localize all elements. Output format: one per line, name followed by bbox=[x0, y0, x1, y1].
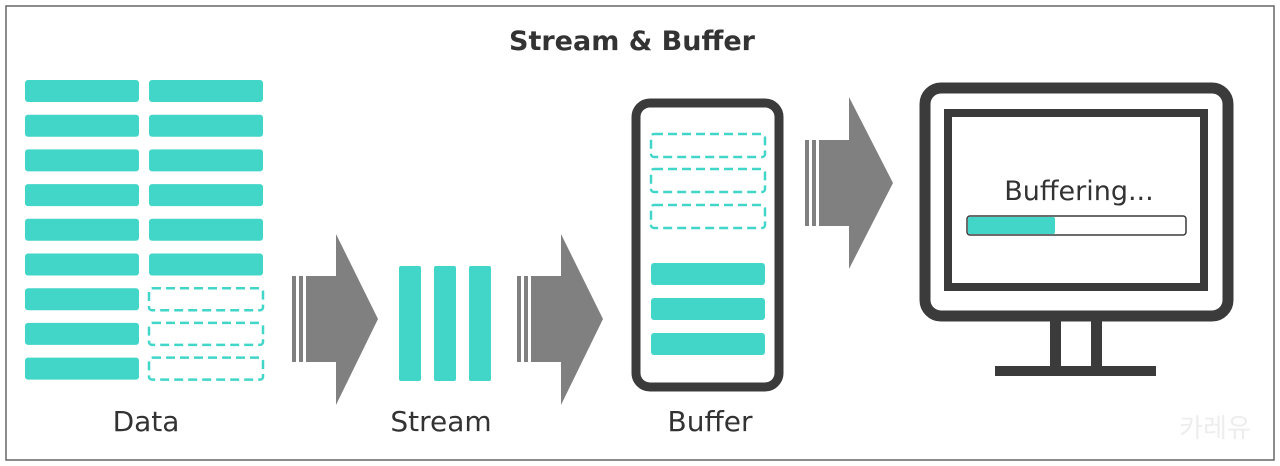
buffer-block bbox=[651, 333, 765, 355]
monitor-screen bbox=[944, 109, 1208, 291]
buffer-block-empty bbox=[649, 132, 767, 159]
data-block bbox=[149, 114, 263, 137]
label-data: Data bbox=[113, 405, 180, 438]
arrow-shape bbox=[819, 97, 893, 269]
stream-block bbox=[434, 266, 456, 381]
watermark-text: 카레유 bbox=[1179, 414, 1251, 444]
buffer-block-empty bbox=[649, 167, 767, 194]
data-block bbox=[25, 218, 139, 241]
arrow-data-to-stream bbox=[292, 234, 378, 405]
monitor-stand-right bbox=[1091, 320, 1102, 368]
buffer-block bbox=[651, 263, 765, 285]
arrow-stripe bbox=[299, 276, 303, 362]
data-block bbox=[149, 253, 263, 276]
arrow-stripe bbox=[812, 140, 816, 226]
arrow-stripe bbox=[517, 276, 521, 362]
stream-blocks bbox=[399, 266, 491, 381]
arrow-stripe bbox=[524, 276, 528, 362]
stream-block bbox=[469, 266, 491, 381]
arrow-buffer-to-monitor bbox=[805, 97, 893, 269]
buffer-block bbox=[651, 298, 765, 320]
data-block bbox=[25, 184, 139, 207]
buffer-block-empty bbox=[649, 203, 767, 230]
data-block-empty bbox=[147, 286, 265, 312]
data-block bbox=[25, 288, 139, 311]
arrow-shape bbox=[531, 234, 603, 405]
monitor-stand-left bbox=[1050, 320, 1061, 368]
data-block bbox=[25, 114, 139, 137]
data-block-empty bbox=[147, 356, 265, 381]
monitor: Buffering... bbox=[919, 82, 1234, 376]
arrow-stream-to-buffer bbox=[517, 234, 603, 405]
buffer-container bbox=[631, 98, 784, 392]
data-block-empty bbox=[147, 321, 265, 347]
data-block bbox=[25, 253, 139, 276]
buffering-status-text: Buffering... bbox=[1004, 176, 1153, 207]
data-block bbox=[149, 80, 263, 102]
data-block bbox=[149, 149, 263, 172]
data-block bbox=[149, 184, 263, 207]
arrow-stripe bbox=[292, 276, 296, 362]
label-buffer: Buffer bbox=[668, 405, 753, 438]
arrow-stripe bbox=[805, 140, 809, 226]
data-block bbox=[25, 357, 139, 380]
data-block bbox=[25, 322, 139, 345]
data-block bbox=[25, 149, 139, 172]
label-stream: Stream bbox=[390, 405, 491, 438]
data-block bbox=[149, 218, 263, 241]
stream-block bbox=[399, 266, 421, 381]
arrow-shape bbox=[306, 234, 378, 405]
diagram-title: Stream & Buffer bbox=[509, 26, 756, 57]
progress-bar-fill bbox=[968, 217, 1055, 234]
data-block-grid bbox=[25, 80, 265, 381]
buffer-blocks bbox=[649, 132, 767, 355]
monitor-base bbox=[995, 366, 1156, 376]
data-block bbox=[25, 80, 139, 102]
